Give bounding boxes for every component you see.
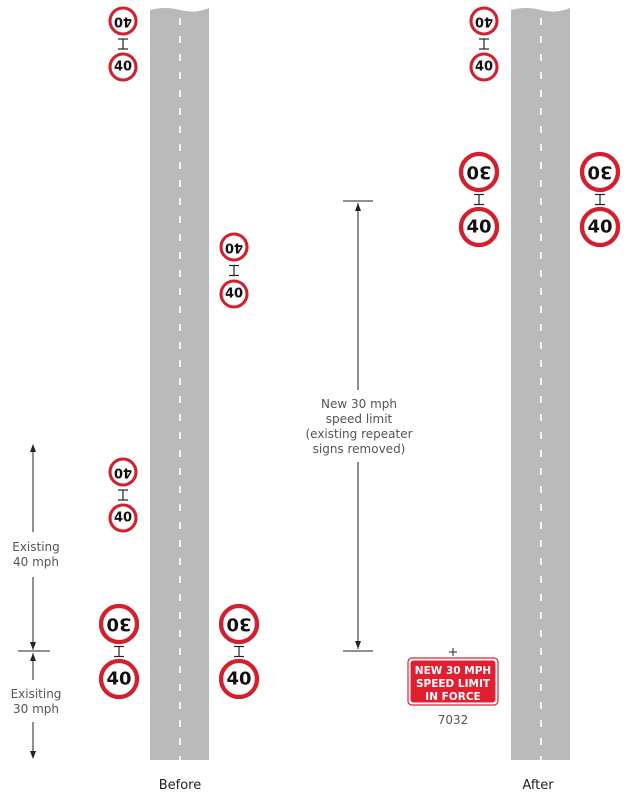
plate-new-30-in-force: NEW 30 MPH SPEED LIMIT IN FORCE 7032 [407,648,499,727]
sign-before-right-terminal: 30 40 [218,603,260,700]
dim-new-30-label-line1: New 30 mph [321,397,397,411]
sign-top-number: 40 [114,465,132,480]
dim-new-30-arrow-top [355,203,361,211]
sign-top-ring [218,603,260,645]
sign-top-number: 30 [106,614,131,635]
plate-text-line3: IN FORCE [425,691,480,703]
dim-existing-30-label-line1: Exisiting [11,687,62,701]
sign-top-number: 40 [225,240,243,255]
dim-new-30-label-line2: speed limit [326,412,393,426]
dim-existing-40-arrow-bottom [30,642,36,650]
sign-top-ring [98,603,140,645]
road-before [150,8,209,760]
sign-bottom-number: 40 [114,511,132,526]
sign-bottom-number: 40 [106,669,131,690]
sign-bottom-ring [98,658,140,700]
sign-bottom-number: 40 [226,669,251,690]
dim-existing-40-label-line1: Existing [12,540,60,554]
caption-after: After [522,778,554,793]
caption-before: Before [159,778,202,793]
sign-top-ring [579,151,621,193]
dim-new-30-label-line4: signs removed) [313,442,406,456]
sign-before-right-repeater: 40 40 [219,232,249,309]
sign-top-number: 30 [587,162,612,183]
dim-existing-30-arrow-top [30,653,36,661]
sign-bottom-ring [469,52,499,82]
plate-text-line2: SPEED LIMIT [416,678,491,690]
dim-existing-30-arrow-bottom [30,751,36,759]
sign-bottom-number: 40 [587,217,612,238]
sign-top-number: 30 [466,162,491,183]
sign-bottom-number: 40 [475,60,493,75]
dim-existing-40-arrow-top [30,444,36,452]
sign-top-ring [469,6,499,36]
sign-top-ring [219,232,249,262]
sign-top-number: 30 [226,614,251,635]
sign-bottom-ring [218,658,260,700]
dimension-existing-30: Exisiting 30 mph [11,653,62,759]
sign-top-number: 40 [475,14,493,29]
sign-top-ring [458,151,500,193]
sign-bottom-ring [108,52,138,82]
sign-bottom-ring [458,206,500,248]
sign-bottom-number: 40 [466,217,491,238]
sign-bottom-ring [579,206,621,248]
sign-before-left-top-repeater: 40 40 [108,6,138,82]
dimension-new-30: New 30 mph speed limit (existing repeate… [305,200,413,652]
sign-after-right-terminal: 30 40 [579,151,621,248]
sign-after-left-terminal: 30 40 [458,151,500,248]
sign-after-left-top-repeater: 40 40 [469,6,499,82]
sign-bottom-number: 40 [114,60,132,75]
sign-before-left-terminal: 30 40 [98,603,140,700]
plate-code: 7032 [438,713,469,727]
sign-before-left-lower-repeater: 40 40 [108,457,138,533]
dim-existing-30-label-line2: 30 mph [13,702,59,716]
dim-new-30-arrow-bottom [355,641,361,649]
road-after [511,8,570,760]
sign-top-number: 40 [114,14,132,29]
sign-top-ring [108,6,138,36]
dim-existing-40-label-line2: 40 mph [13,555,59,569]
sign-top-ring [108,457,138,487]
sign-bottom-ring [108,503,138,533]
sign-bottom-number: 40 [225,287,243,302]
dimension-existing-40: Existing 40 mph [12,444,60,650]
plate-face [410,660,496,703]
plate-text-line1: NEW 30 MPH [415,665,491,677]
dim-new-30-label-line3: (existing repeater [305,427,412,441]
sign-bottom-ring [219,279,249,309]
